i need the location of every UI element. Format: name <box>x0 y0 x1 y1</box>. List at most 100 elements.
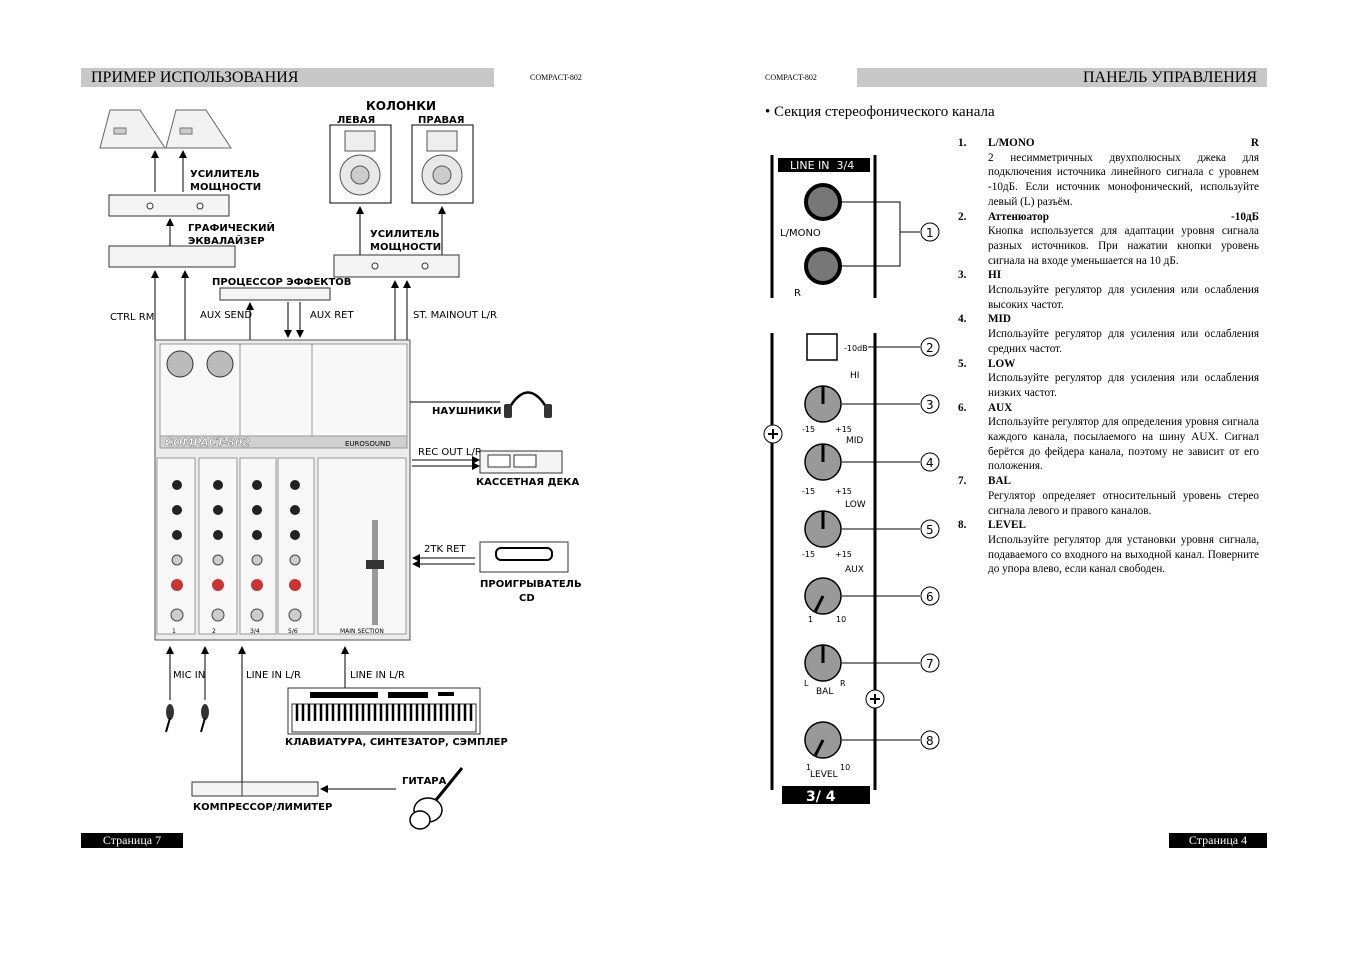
callout-3: 3 <box>926 398 934 412</box>
right-page-footer: Страница 4 <box>1169 833 1267 848</box>
cassette-label: КАССЕТНАЯ ДЕКА <box>476 477 579 488</box>
list-item: 6. AUX Используйте регулятор для определ… <box>958 401 1259 475</box>
cd-label-line2: CD <box>519 593 535 604</box>
item-title-left: Аттенюатор <box>988 210 1049 223</box>
mid-label: MID <box>846 436 863 446</box>
list-item: 8. LEVEL Используйте регулятор для устан… <box>958 518 1259 577</box>
callout-5: 5 <box>926 523 934 537</box>
st-main-label: ST. MAINOUT L/R <box>413 310 497 321</box>
speaker-right-label: ПРАВАЯ <box>418 115 465 126</box>
item-number: 1. <box>958 137 967 149</box>
channel-label-1: 1 <box>172 628 176 635</box>
item-description: 2 несимметричных двухполюсных джека для … <box>988 151 1259 208</box>
callout-8: 8 <box>926 734 934 748</box>
mid-plus-label: +15 <box>835 487 852 496</box>
callout-1: 1 <box>926 226 934 240</box>
item-title-left: LOW <box>988 357 1016 370</box>
bal-label: BAL <box>816 687 833 697</box>
item-description: Используйте регулятор для усиления или о… <box>988 328 1259 355</box>
mid-minus-label: -15 <box>802 487 815 496</box>
eq-label-line2: ЭКВАЛАЙЗЕР <box>188 234 265 247</box>
mic-in-label: MIC IN <box>173 670 205 681</box>
cassette-deck-icon <box>479 450 563 474</box>
ctrl-rm-label: CTRL RM <box>110 312 154 323</box>
microphone-2-icon <box>200 704 209 733</box>
item-title-left: L/MONO <box>988 137 1035 149</box>
item-description: Используйте регулятор для усиления или о… <box>988 284 1259 311</box>
callout-6: 6 <box>926 590 934 604</box>
item-number: 8. <box>958 519 967 532</box>
aux-ret-label: AUX RET <box>310 310 354 321</box>
pad-label: -10dB <box>844 344 868 353</box>
low-label: LOW <box>845 500 866 510</box>
attenuator-button[interactable] <box>806 333 838 361</box>
speaker-left-label: ЛЕВАЯ <box>337 115 375 126</box>
effects-processor <box>219 287 331 301</box>
list-item: 5. LOW Используйте регулятор для усилени… <box>958 357 1259 401</box>
item-description: Кнопка используется для адаптации уровня… <box>988 225 1259 267</box>
item-title: MID <box>988 312 1259 327</box>
hi-plus-label: +15 <box>835 425 852 434</box>
level-min-label: 1 <box>806 763 811 772</box>
compressor-limiter-icon <box>191 781 319 797</box>
hi-minus-label: -15 <box>802 425 815 434</box>
left-page-footer: Страница 7 <box>81 833 183 848</box>
item-title-left: HI <box>988 269 1002 282</box>
channel-label-3-4: 3/4 <box>250 628 260 635</box>
r-strip-label: R <box>794 288 801 299</box>
l-mono-jack-icon <box>804 183 842 221</box>
list-item: 2. Аттенюатор -10дБ Кнопка используется д… <box>958 210 1259 269</box>
item-number: 6. <box>958 401 967 414</box>
power-amplifier-1 <box>108 194 230 217</box>
cd-label-line1: ПРОИГРЫВАТЕЛЬ <box>480 579 582 590</box>
main-section-label: MAIN SECTION <box>340 628 384 635</box>
item-title: BAL <box>988 474 1259 489</box>
item-number: 2. <box>958 210 967 223</box>
callout-2: 2 <box>926 341 934 355</box>
active-speaker-right-icon <box>411 124 474 204</box>
item-title: LEVEL <box>988 518 1259 533</box>
low-minus-label: -15 <box>802 550 815 559</box>
item-number: 3. <box>958 269 967 282</box>
speakers-title: КОЛОНКИ <box>366 99 436 113</box>
item-number: 4. <box>958 313 967 326</box>
list-item: 3. HI Используйте регулятор для усиления… <box>958 268 1259 312</box>
right-model-label: COMPACT-802 <box>765 73 817 82</box>
item-title-right: -10дБ <box>1231 210 1259 223</box>
graphic-equalizer <box>108 245 236 268</box>
bal-r-label: R <box>840 679 846 688</box>
item-title: LOW <box>988 357 1259 372</box>
level-max-label: 10 <box>840 763 850 772</box>
cd-player-icon <box>479 541 569 573</box>
line-in-label: LINE IN 3/4 <box>790 159 854 172</box>
eq-label-line1: ГРАФИЧЕСКИЙ <box>188 221 275 234</box>
section-title: • Секция стереофонического канала <box>765 104 995 120</box>
item-title-left: LEVEL <box>988 519 1026 532</box>
mixer-name-label: COMPACT-802 <box>165 436 250 449</box>
level-label: LEVEL <box>810 770 838 780</box>
guitar-icon <box>409 767 464 830</box>
channel-3-4-label: 3/ 4 <box>806 789 836 805</box>
passive-speaker-right-icon <box>165 109 232 149</box>
section-title-text: Секция стереофонического канала <box>774 104 995 120</box>
item-description: Регулятор определяет относительный урове… <box>988 489 1259 517</box>
amp1-label-line2: МОЩНОСТИ <box>190 182 261 193</box>
item-title: AUX <box>988 401 1259 416</box>
aux-label: AUX <box>845 565 864 575</box>
aux-max-label: 10 <box>836 615 846 624</box>
mixer-compact-802: COMPACT-802 EUROSOUND 1 2 3/4 5/6 <box>154 339 411 641</box>
aux-min-label: 1 <box>808 615 813 624</box>
item-description: Используйте регулятор для усиления или о… <box>988 372 1259 399</box>
guitar-label: ГИТАРА <box>402 776 447 787</box>
usage-example-diagram: УСИЛИТЕЛЬ МОЩНОСТИ ГРАФИЧЕСКИЙ ЭКВАЛАЙЗЕ… <box>99 99 582 830</box>
amp1-label-line1: УСИЛИТЕЛЬ <box>190 169 260 180</box>
left-model-label: COMPACT-802 <box>530 73 582 82</box>
item-title: Аттенюатор -10дБ <box>988 210 1259 225</box>
aux-send-label: AUX SEND <box>200 310 252 321</box>
item-description: Используйте регулятор для определения ур… <box>988 416 1259 473</box>
item-title-left: MID <box>988 313 1011 326</box>
r-jack-icon <box>804 247 842 285</box>
left-page-header: ПРИМЕР ИСПОЛЬЗОВАНИЯ <box>81 68 494 87</box>
